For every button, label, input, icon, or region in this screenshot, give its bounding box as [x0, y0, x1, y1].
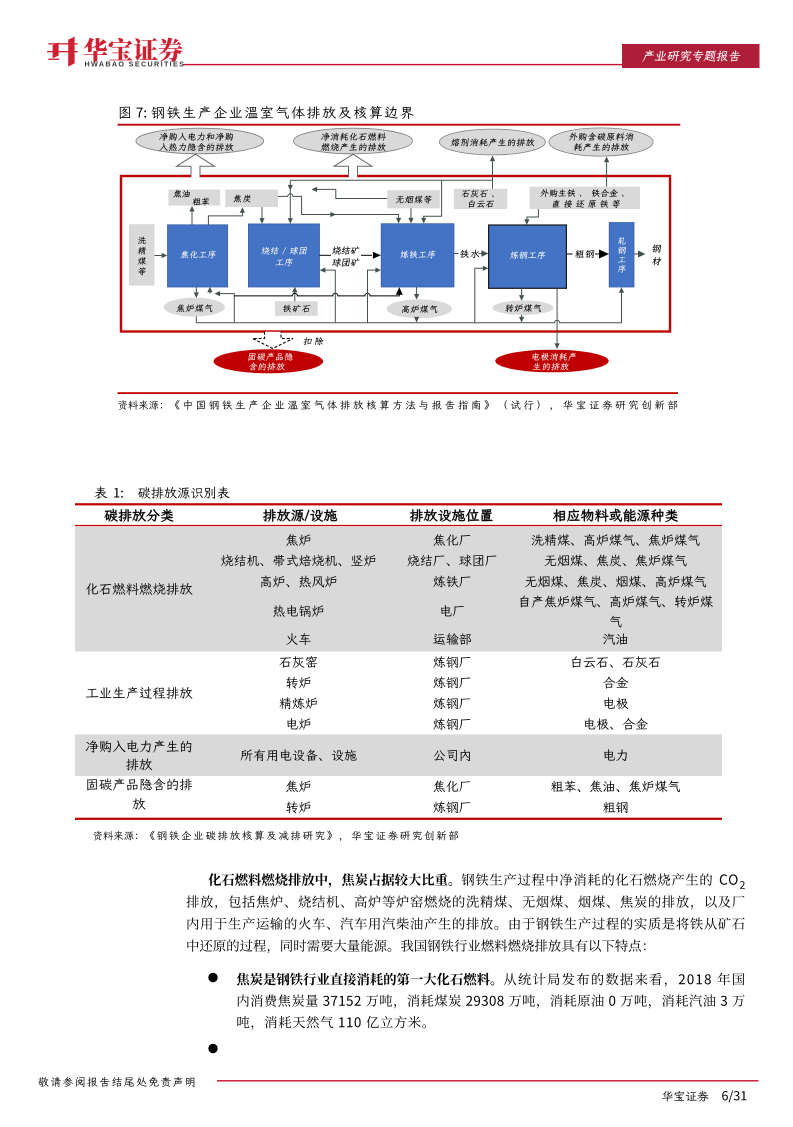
svg-text:HWABAO SECURITIES: HWABAO SECURITIES	[85, 60, 186, 69]
